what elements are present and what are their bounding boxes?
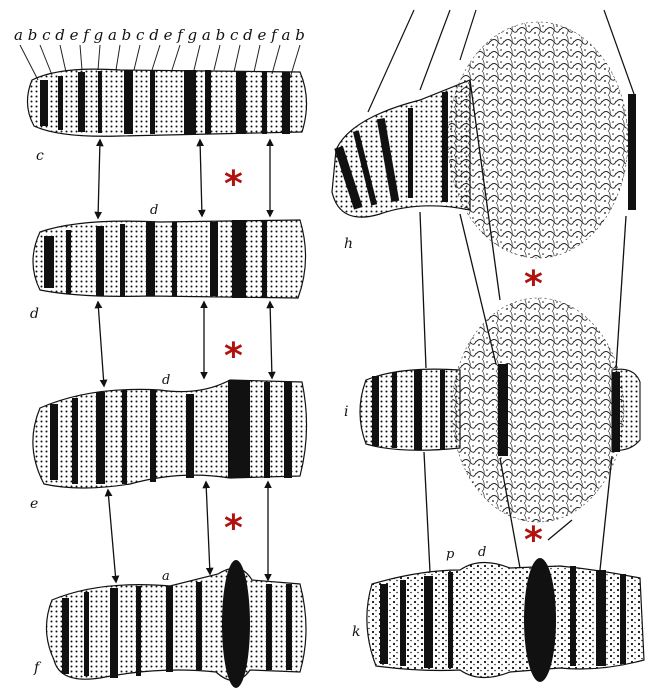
segment-e-label: e bbox=[30, 496, 38, 512]
segment-c-label: c bbox=[36, 148, 44, 164]
chromosome-segment-c bbox=[27, 69, 306, 136]
segment-h-label: h bbox=[344, 236, 353, 252]
segment-k-label: k bbox=[352, 624, 360, 640]
chromosome-segment-d bbox=[33, 220, 306, 298]
chromosome-segment-f bbox=[46, 560, 306, 688]
segment-i-label: i bbox=[344, 404, 348, 420]
top-band-letters: a b c d e f g a b c d e f g a b c d e f … bbox=[14, 26, 305, 44]
chromosome-segment-h bbox=[332, 22, 636, 258]
chromosome-segment-e bbox=[33, 380, 307, 488]
segment-f-label: f bbox=[33, 660, 42, 676]
marker-star-3: * bbox=[224, 508, 243, 549]
puff-h bbox=[448, 22, 628, 258]
marker-star-1: * bbox=[224, 164, 243, 205]
marker-star-5: * bbox=[524, 520, 543, 561]
marker-star-2: * bbox=[224, 336, 243, 377]
marker-star-4: * bbox=[524, 264, 543, 305]
left-connecting-arrows bbox=[98, 140, 272, 582]
segment-d-label: d bbox=[30, 306, 39, 322]
left-panel: c d d d e bbox=[20, 45, 307, 688]
segment-f-band-label: a bbox=[162, 569, 170, 584]
segment-d-band-label: d bbox=[150, 203, 158, 218]
right-panel: h i p d k bbox=[332, 10, 644, 682]
segment-k-band-label-p: p bbox=[446, 547, 455, 562]
chromosome-segment-k bbox=[367, 558, 644, 682]
puff-i bbox=[452, 298, 624, 522]
chromosome-segment-i bbox=[360, 298, 640, 522]
segment-e-band-label: d bbox=[162, 373, 170, 388]
segment-k-band-label-d: d bbox=[478, 545, 486, 560]
